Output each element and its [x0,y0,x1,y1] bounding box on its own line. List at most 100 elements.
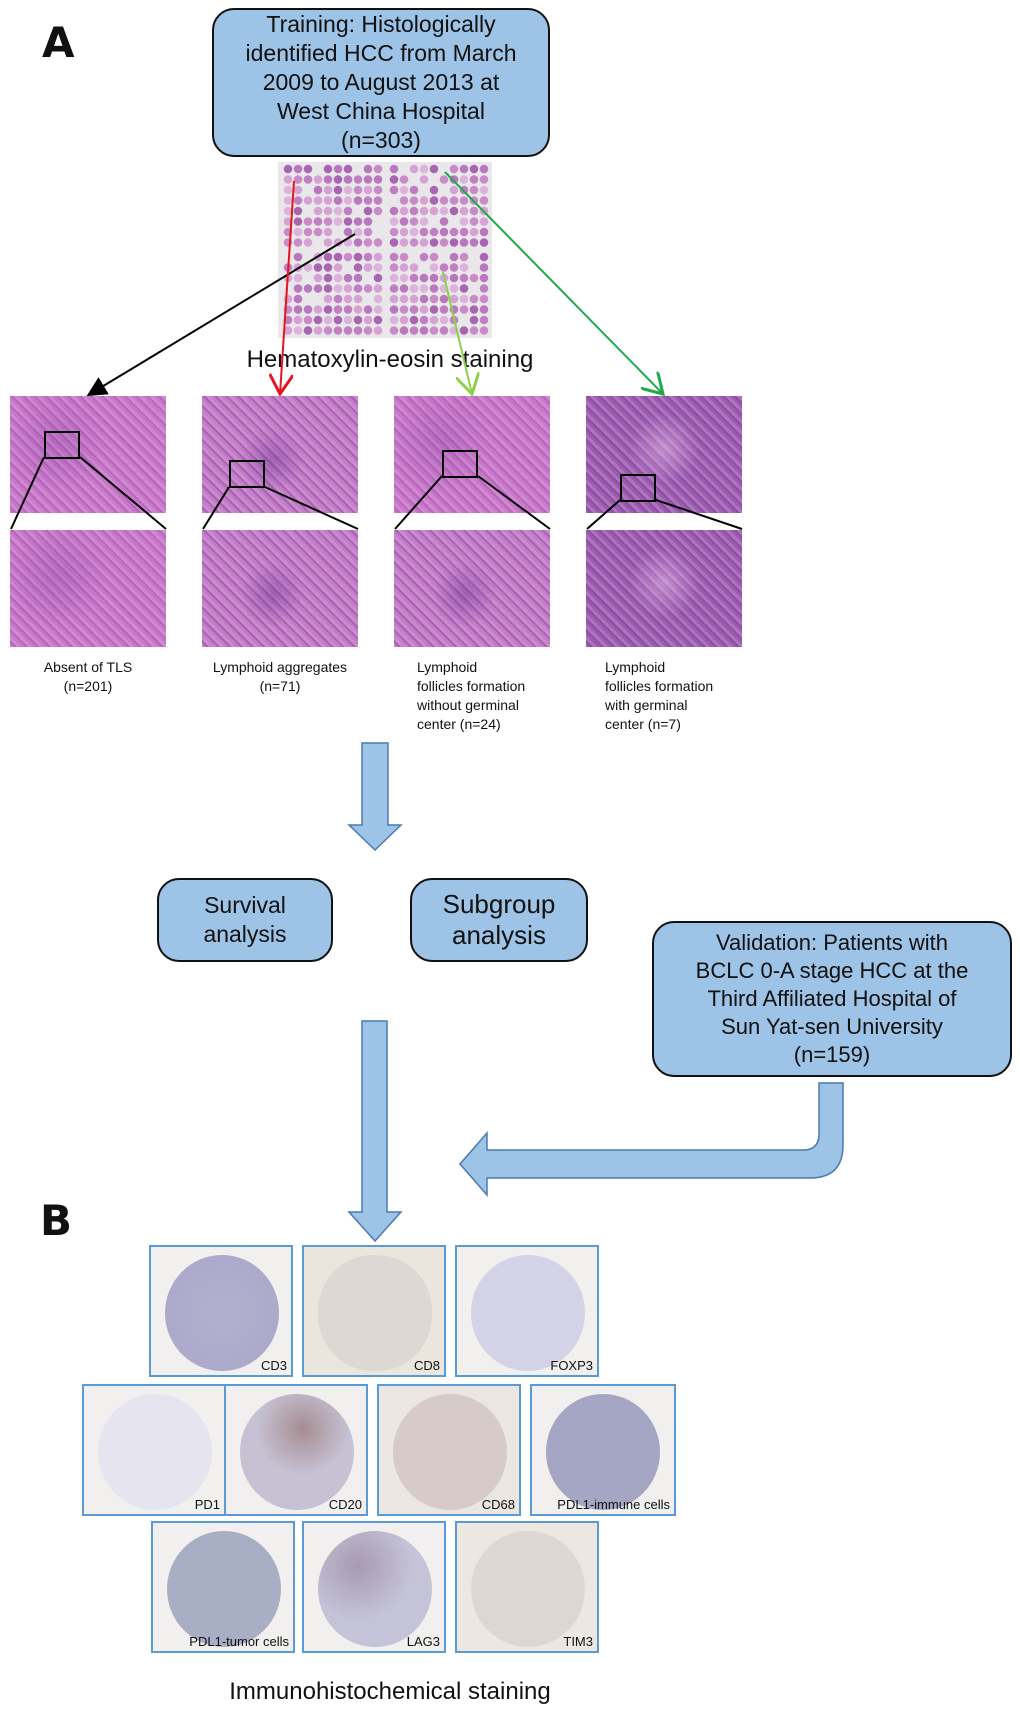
tma-core [439,263,449,272]
tma-core [293,217,303,226]
tma-core [389,273,399,283]
ihc-tile-pdl1-tumor: PDL1-tumor cells [151,1521,295,1653]
category-label: Lymphoid follicles formation without ger… [417,659,526,732]
tma-core [459,175,469,184]
tma-core [479,252,489,262]
tma-core [399,284,409,293]
tma-core [409,185,419,195]
subgroup-analysis-text: Subgroup analysis [442,889,556,950]
tma-core [283,185,293,195]
tma-core [419,238,429,247]
tma-core [313,206,323,216]
tma-core [449,164,459,174]
tma-core [459,326,469,335]
tma-core [313,263,323,272]
survival-analysis-text: Survival analysis [203,892,287,947]
tma-core [459,252,469,262]
subgroup-analysis-box: Subgroup analysis [410,878,588,962]
tma-core [373,263,383,272]
tma-core [459,294,469,304]
tma-core [343,196,353,205]
tma-core [353,326,363,335]
arrow-absent-tls [86,233,356,397]
tma-core [439,238,449,247]
tma-core [323,294,333,304]
tma-core [303,263,313,272]
zoom-connector-lines [10,456,743,530]
tma-core [419,217,429,226]
tma-core [449,273,459,283]
tma-core [389,175,399,184]
he-highmag-image [394,530,550,647]
tma-core [389,217,399,226]
tma-core [293,196,303,205]
tma-core [293,164,303,174]
tma-core [313,217,323,226]
tma-core [409,284,419,293]
tma-core [293,227,303,237]
tma-core [303,217,313,226]
tma-core [363,284,373,293]
tma-core [323,238,333,247]
tma-core [409,315,419,325]
marker-label: LAG3 [406,1634,440,1649]
ihc-tile-cd3: CD3 [149,1245,293,1377]
tma-core [479,263,489,272]
tma-core [363,326,373,335]
tma-core [293,294,303,304]
tma-core [469,164,479,174]
zoom-region-box [229,460,265,488]
tma-core [323,315,333,325]
arrow-follicles-without-gc [442,271,472,394]
tma-core [429,196,439,205]
tma-core [333,206,343,216]
tma-core [479,164,489,174]
tma-core [293,252,303,262]
tma-core [373,305,383,314]
panel-a-label: A [42,18,75,67]
tma-core [373,284,383,293]
tma-core [429,284,439,293]
tma-core [283,206,293,216]
tma-core [333,326,343,335]
category-label: Lymphoid follicles formation with germin… [605,659,714,732]
tma-core [469,326,479,335]
tma-core [353,315,363,325]
tma-core [333,263,343,272]
validation-cohort-text: Validation: Patients with BCLC 0-A stage… [695,930,969,1067]
tma-core [439,305,449,314]
tma-core [429,315,439,325]
tma-core [389,238,399,247]
tma-core [333,196,343,205]
tma-core [343,217,353,226]
tma-core [449,284,459,293]
tma-core [479,227,489,237]
tma-core [353,252,363,262]
tma-core [469,227,479,237]
tma-core [419,294,429,304]
he-highmag-image [10,530,166,647]
tma-core [373,238,383,247]
tma-core [419,305,429,314]
tma-core [323,164,333,174]
tma-core [399,185,409,195]
tma-core [469,273,479,283]
tma-core [363,196,373,205]
tma-core [303,238,313,247]
marker-label: CD8 [413,1358,440,1373]
tma-core [363,217,373,226]
ihc-tile-pdl1-immune: PDL1-immune cells [530,1384,676,1516]
tma-core [389,227,399,237]
tma-core [389,252,399,262]
tma-core [429,252,439,262]
ihc-staining-caption: Immunohistochemical staining [229,1678,551,1705]
tma-core [419,252,429,262]
marker-label: CD20 [328,1497,362,1512]
ihc-tile-tim3: TIM3 [455,1521,599,1653]
tma-core [323,175,333,184]
tma-core [439,315,449,325]
tma-core [303,315,313,325]
tma-core [399,305,409,314]
he-highmag-image [202,530,358,647]
category-arrows [86,171,1020,420]
